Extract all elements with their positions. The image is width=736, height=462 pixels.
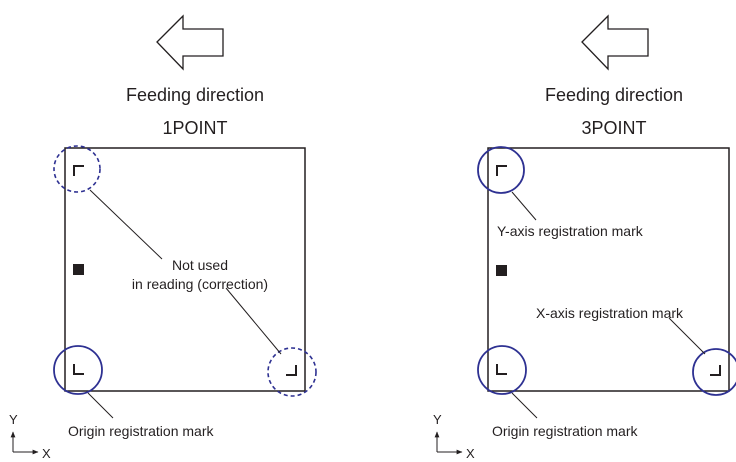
origin-mark: [73, 364, 84, 375]
unused-note-line1: Not used: [172, 257, 228, 273]
unused-mark-circle: [267, 347, 317, 397]
axis-y-label: Y: [433, 412, 442, 427]
origin-mark: [496, 364, 507, 375]
mode-label: 1POINT: [162, 118, 227, 138]
top-left-mark: [73, 165, 84, 176]
sheet: [64, 147, 306, 392]
leader-line: [511, 392, 538, 419]
axis-indicator: Y X: [9, 412, 51, 461]
bottom-right-mark: [286, 365, 297, 376]
feed-direction-label: Feeding direction: [126, 85, 264, 105]
y-axis-mark-label: Y-axis registration mark: [497, 223, 644, 239]
axis-x-label: X: [466, 446, 475, 461]
feed-arrow-icon: [581, 14, 649, 71]
black-square-mark: [73, 264, 84, 275]
unused-note-line2: in reading (correction): [132, 276, 268, 292]
axis-y-label: Y: [9, 412, 18, 427]
leader-line: [89, 189, 163, 260]
x-axis-mark-label: X-axis registration mark: [536, 305, 684, 321]
feed-arrow-icon: [156, 14, 224, 71]
x-axis-mark: [710, 365, 721, 376]
origin-circle: [477, 345, 527, 395]
axis-x-label: X: [42, 446, 51, 461]
unused-mark-circle: [53, 145, 101, 193]
axis-indicator: Y X: [433, 412, 475, 461]
y-axis-mark-circle: [477, 146, 525, 194]
origin-label: Origin registration mark: [68, 423, 214, 439]
leader-line: [668, 317, 706, 355]
x-axis-mark-circle: [692, 348, 736, 396]
panel-1point: Feeding direction 1POINT Not used in rea…: [9, 14, 317, 461]
y-axis-mark: [496, 165, 507, 176]
origin-circle: [53, 345, 103, 395]
mode-label: 3POINT: [581, 118, 646, 138]
panel-3point: Feeding direction 3POINT Y-axis registra…: [433, 14, 736, 461]
sheet: [487, 147, 730, 392]
feed-direction-label: Feeding direction: [545, 85, 683, 105]
leader-line: [511, 191, 537, 221]
leader-line: [225, 287, 282, 355]
black-square-mark: [496, 265, 507, 276]
origin-label: Origin registration mark: [492, 423, 638, 439]
leader-line: [87, 392, 114, 419]
